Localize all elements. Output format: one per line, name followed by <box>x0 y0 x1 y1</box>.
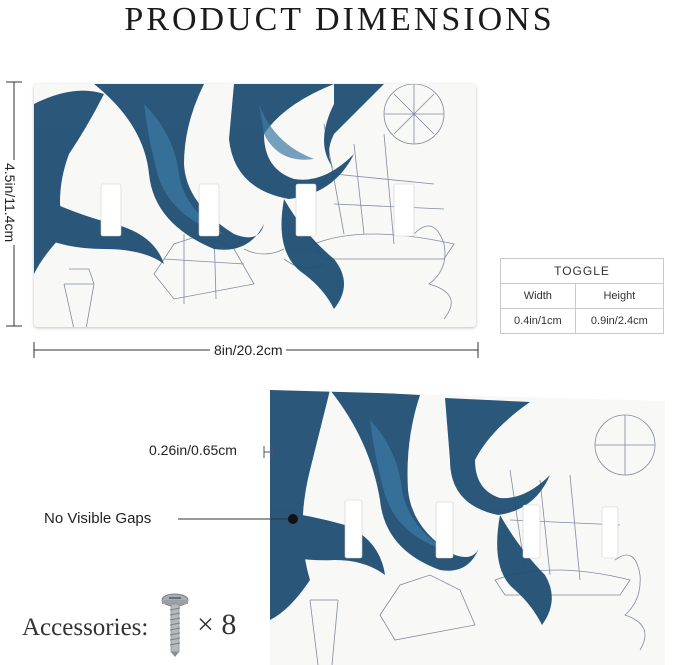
thickness-marker <box>263 446 273 458</box>
height-label: 4.5in/11.4cm <box>2 160 18 246</box>
no-gaps-pointer <box>178 514 298 524</box>
width-label: 8in/20.2cm <box>210 342 287 358</box>
toggle-size-table: TOGGLE Width Height 0.4in/1cm 0.9in/2.4c… <box>500 258 665 334</box>
thickness-label: 0.26in/0.65cm <box>149 442 237 458</box>
no-gaps-label: No Visible Gaps <box>44 510 152 527</box>
toggle-table-header: TOGGLE <box>500 258 664 284</box>
toggle-width-header: Width <box>500 283 576 309</box>
switch-plate-angled-image <box>270 390 665 665</box>
toggle-width-value: 0.4in/1cm <box>500 308 576 334</box>
page-title: PRODUCT DIMENSIONS <box>124 1 555 38</box>
accessories-quantity: × 8 <box>197 608 237 641</box>
screw-icon <box>161 593 189 657</box>
toggle-height-value: 0.9in/2.4cm <box>574 308 665 334</box>
toggle-height-header: Height <box>574 283 665 309</box>
accessories-label: Accessories: <box>22 614 149 641</box>
switch-plate-front-image <box>34 84 476 327</box>
